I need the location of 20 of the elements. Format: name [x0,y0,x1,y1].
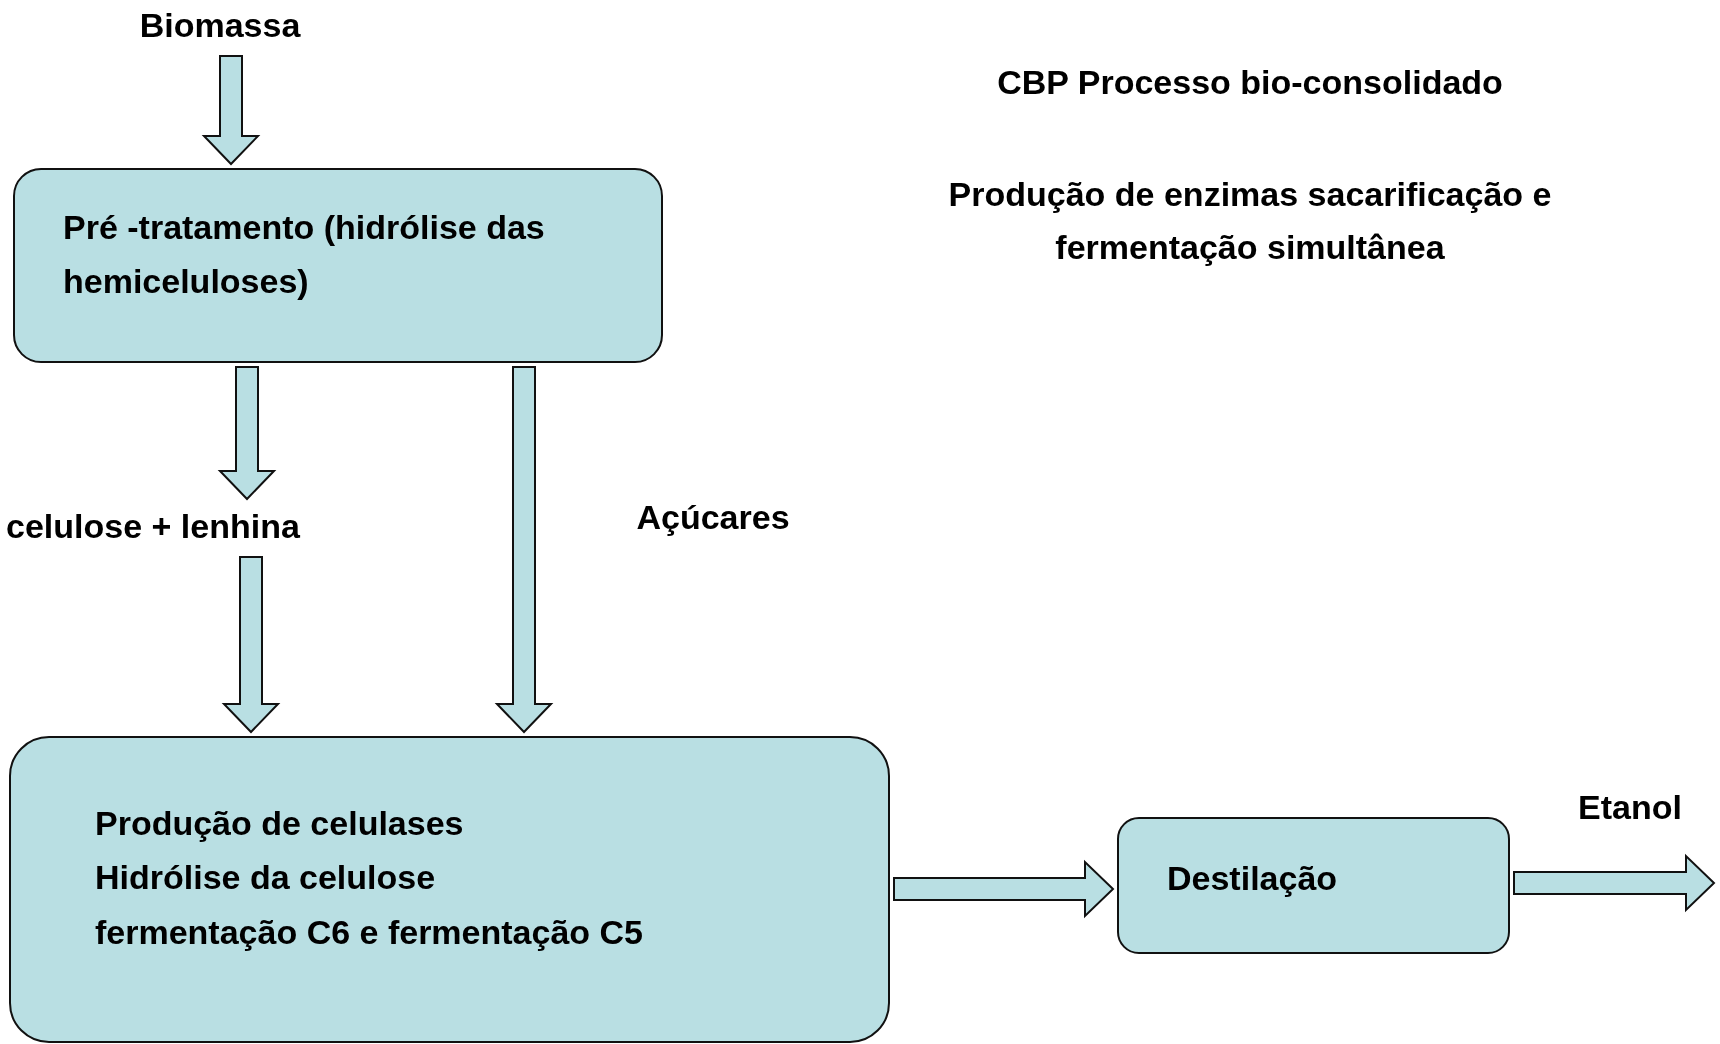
block-arrow [893,859,1115,919]
intermediate-label: celulose + lenhina [6,506,301,547]
process-box [13,168,663,363]
box-text: Hidrólise da celulose [95,857,437,899]
block-arrow [221,556,281,734]
box-text: Produção de celulases [95,803,465,844]
input-label: Biomassa [138,5,302,46]
edge-label: Etanol [1577,787,1683,828]
heading-text: Produção de enzimas sacarificação e fermentação simultânea [947,174,1553,268]
box-text: Destilação [1167,858,1339,899]
block-arrow [494,366,554,734]
edge-label: Açúcares [635,497,791,538]
process-box [9,736,890,1043]
heading-text: CBP Processo bio-consolidado [996,62,1504,103]
block-arrow [217,366,277,501]
box-text: Pré -tratamento (hidrólise das hemiceluloses) [63,207,546,303]
process-box [1117,817,1510,954]
box-text: fermentação C6 e fermentação C5 [95,911,644,953]
block-arrow [201,55,261,166]
block-arrow [1513,853,1716,913]
